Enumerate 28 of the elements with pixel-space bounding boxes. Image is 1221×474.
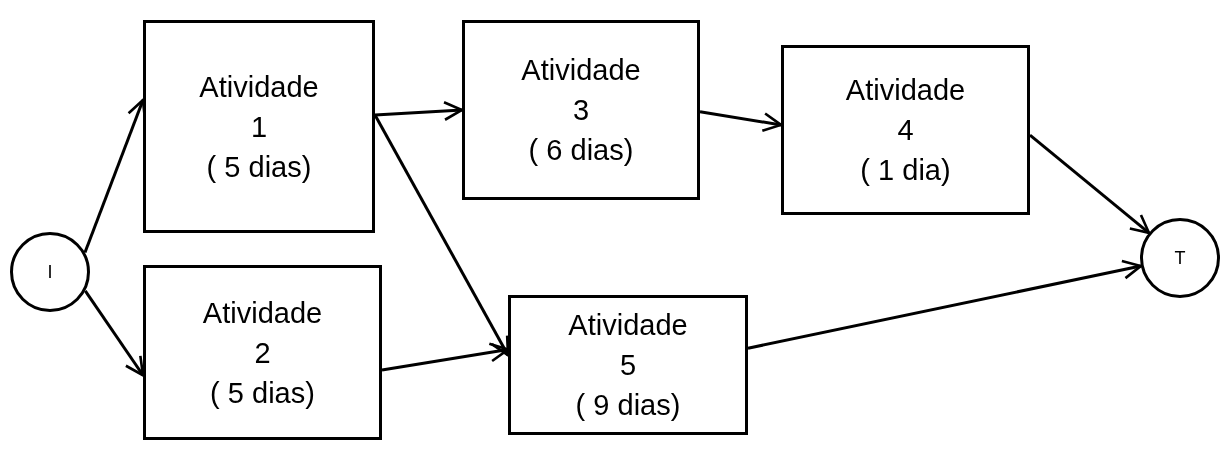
node-label: ( 5 dias) [206, 149, 312, 185]
node-label: Atividade [568, 308, 688, 343]
node-label: ( 9 dias) [575, 388, 681, 423]
node-label: 1 [250, 109, 268, 145]
activity-box [143, 265, 382, 440]
arrow [1029, 133, 1151, 235]
node-label: 4 [897, 113, 914, 148]
arrow [699, 110, 783, 133]
node-label: ( 5 dias) [210, 375, 315, 411]
node-label: Atividade [521, 53, 641, 88]
node-label: Atividade [199, 69, 319, 105]
node-label: 5 [619, 348, 637, 383]
node-label: T [1174, 246, 1186, 270]
node-label: ( 6 dias) [528, 133, 634, 168]
activity-box [143, 20, 375, 233]
node-label: I [47, 260, 53, 284]
arrow [373, 114, 510, 357]
activity-box [462, 20, 700, 200]
activity-box [781, 45, 1030, 215]
node-label: Atividade [202, 295, 323, 331]
node-label: ( 1 dia) [860, 153, 951, 188]
activity-box [508, 295, 748, 435]
node-label: 3 [572, 93, 590, 128]
arrow [381, 342, 510, 372]
node-label: Atividade [845, 73, 966, 108]
node-label: 2 [254, 335, 271, 371]
arrow [374, 100, 464, 122]
arrow [84, 289, 145, 377]
